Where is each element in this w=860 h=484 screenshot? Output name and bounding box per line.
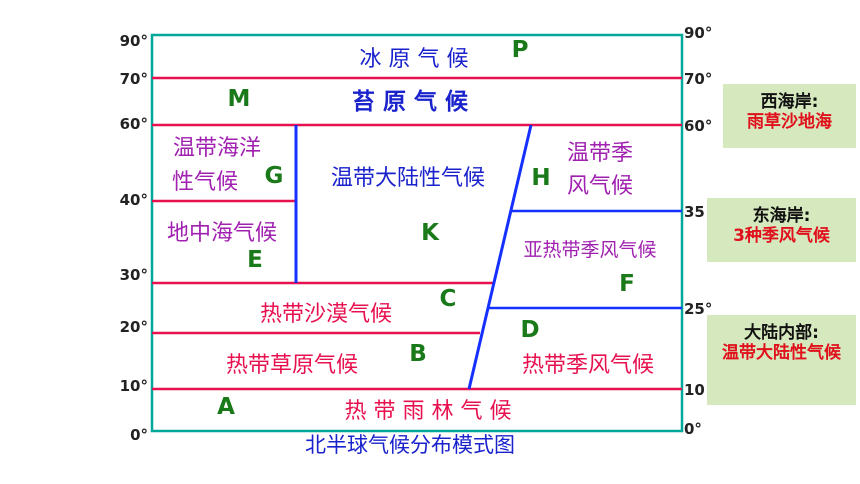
zone-temperate-maritime-line1: 温带海洋 [173,136,261,161]
zone-tropical-rainforest: 热 带 雨 林 气 候 [345,399,512,424]
side-box-title: 东海岸: [752,206,811,226]
letter-marker: M [228,86,251,112]
letter-marker: K [421,220,440,246]
side-box-west-coast: 西海岸: 雨草沙地海 [723,84,856,148]
letter-marker: B [409,341,427,367]
diagram-caption: 北半球气候分布模式图 [305,433,515,457]
side-box-east-coast: 东海岸: 3种季风气候 [707,198,856,262]
left-axis-label: 10° [120,377,148,395]
right-axis-label: 70° [684,70,712,88]
right-axis-label: 25° [684,300,712,318]
side-box-body: 3种季风气候 [733,226,830,247]
zone-ice-cap: 冰 原 气 候 [360,47,469,72]
right-axis-label: 0° [684,420,702,438]
left-axis-label: 20° [120,318,148,336]
side-box-body: 雨草沙地海 [747,112,832,133]
letter-marker: P [512,37,529,63]
left-axis-label: 90° [120,32,148,50]
zone-temperate-continental: 温带大陆性气候 [331,166,485,191]
zone-temperate-monsoon-line2: 风气候 [567,174,633,199]
zone-tropical-monsoon: 热带季风气候 [522,353,654,378]
right-axis-label: 10 [684,381,705,399]
letter-marker: A [217,394,235,420]
right-axis-label: 60° [684,117,712,135]
side-box-title: 西海岸: [760,92,819,112]
left-axis-label: 40° [120,191,148,209]
zone-subtropical-monsoon: 亚热带季风气候 [523,239,656,261]
zone-tundra: 苔 原 气 候 [352,88,469,115]
side-box-title: 大陆内部: [744,323,819,343]
zone-tropical-savanna: 热带草原气候 [226,353,358,378]
side-box-continental-interior: 大陆内部: 温带大陆性气候 [707,315,856,405]
left-axis-label: 60° [120,115,148,133]
letter-marker: F [619,271,635,297]
letter-marker: C [440,286,457,312]
letter-marker: H [531,165,550,191]
diagram-frame [150,33,684,433]
zone-temperate-monsoon-line1: 温带季 [567,141,633,166]
zone-temperate-maritime-line2: 性气候 [172,170,238,195]
side-box-body: 温带大陆性气候 [722,343,841,364]
letter-marker: D [520,317,539,343]
zone-tropical-desert: 热带沙漠气候 [260,302,392,327]
letter-marker: G [265,163,284,189]
right-axis-label: 90° [684,24,712,42]
zone-mediterranean: 地中海气候 [167,221,277,246]
letter-marker: E [247,247,263,273]
left-axis-label: 70° [120,70,148,88]
east-coast-boundary [467,124,533,390]
left-axis-label: 30° [120,266,148,284]
left-axis-label: 0° [130,426,148,444]
right-axis-label: 35 [684,203,705,221]
